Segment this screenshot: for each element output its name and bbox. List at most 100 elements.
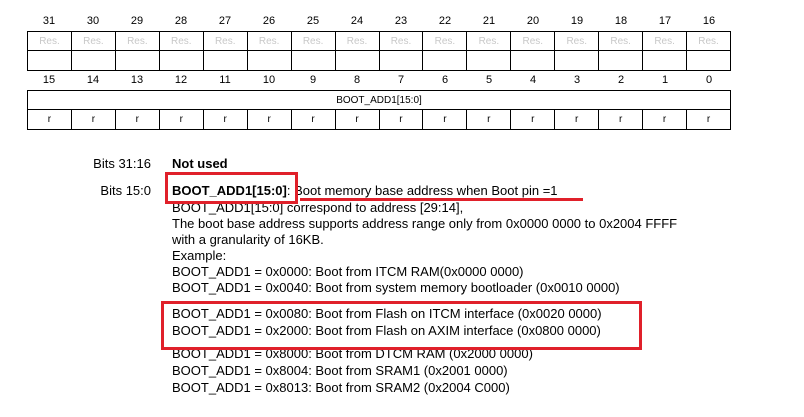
bit-number: 25	[306, 15, 320, 27]
reserved-cell: Res.	[555, 32, 600, 50]
desc-line: The boot base address supports address r…	[172, 216, 678, 231]
bit-number: 19	[570, 15, 584, 27]
reserved-cell: Res.	[698, 36, 719, 47]
upper-access-row	[27, 51, 731, 71]
bit-number: 22	[438, 15, 452, 27]
reserved-cell: Res.	[116, 32, 160, 50]
reserved-cell: Res.	[160, 32, 204, 50]
access-cell	[292, 51, 336, 70]
access-cell	[336, 51, 380, 70]
bit-number: 26	[262, 15, 276, 27]
access-cell: r	[380, 110, 424, 129]
field-title: Boot memory base address when Boot pin =…	[294, 183, 558, 198]
bit-number: 31	[42, 15, 56, 27]
access-cell: r	[248, 110, 292, 129]
reserved-cell: Res.	[72, 32, 116, 50]
bit-number: 18	[614, 15, 628, 27]
bit-number: 15	[42, 74, 56, 86]
desc-line: BOOT_ADD1 = 0x0000: Boot from ITCM RAM(0…	[172, 264, 524, 279]
access-cell	[72, 51, 116, 70]
desc-line: BOOT_ADD1 = 0x8013: Boot from SRAM2 (0x2…	[172, 380, 510, 395]
access-cell: r	[336, 110, 380, 129]
bit-number: 2	[617, 74, 625, 86]
access-cell	[423, 51, 468, 70]
upper-field-row: Res. Res. Res. Res. Res. Res. Res. Res. …	[27, 31, 731, 51]
bit-number: 30	[86, 15, 100, 27]
access-cell	[204, 51, 248, 70]
desc-line-highlighted: BOOT_ADD1 = 0x2000: Boot from Flash on A…	[172, 323, 601, 338]
bit-number: 6	[441, 74, 449, 86]
reserved-cell: Res.	[28, 32, 72, 50]
access-cell: r	[160, 110, 204, 129]
access-cell	[160, 51, 204, 70]
access-cell	[116, 51, 160, 70]
reserved-cell: Res.	[248, 32, 292, 50]
bits-15-0-header: BOOT_ADD1[15:0]: Boot memory base addres…	[172, 183, 558, 198]
field-name-cell: BOOT_ADD1[15:0]	[336, 95, 422, 106]
field-colon: :	[286, 183, 291, 198]
access-cell: r	[423, 110, 468, 129]
access-cell: r	[292, 110, 336, 129]
bit-number: 29	[130, 15, 144, 27]
desc-line: BOOT_ADD1 = 0x0040: Boot from system mem…	[172, 280, 620, 295]
bit-number: 28	[174, 15, 188, 27]
bit-number: 9	[309, 74, 317, 86]
desc-line: with a granularity of 16KB.	[172, 232, 324, 247]
access-cell	[643, 51, 688, 70]
reserved-cell: Res.	[643, 32, 688, 50]
reserved-cell: Res.	[380, 32, 424, 50]
access-cell: r	[511, 110, 556, 129]
bit-number: 8	[353, 74, 361, 86]
desc-line: BOOT_ADD1 = 0x8004: Boot from SRAM1 (0x2…	[172, 363, 508, 378]
access-cell: r	[555, 110, 600, 129]
access-cell: r	[706, 114, 711, 125]
bit-number: 23	[394, 15, 408, 27]
access-cell: r	[599, 110, 644, 129]
access-cell	[599, 51, 644, 70]
bit-number: 4	[529, 74, 537, 86]
bit-number: 3	[573, 74, 581, 86]
bit-number: 12	[174, 74, 188, 86]
reserved-cell: Res.	[423, 32, 468, 50]
reserved-cell: Res.	[336, 32, 380, 50]
access-cell: r	[467, 110, 512, 129]
reserved-cell: Res.	[204, 32, 248, 50]
reserved-cell: Res.	[599, 32, 644, 50]
flash-boot-highlight-box	[161, 301, 642, 350]
lower-field-row: BOOT_ADD1[15:0]	[27, 90, 731, 110]
lower-bit-numbers: 15 14 13 12 11 10 9 8 7 6 5 4 3 2 1 0	[27, 71, 731, 90]
desc-line-highlighted: BOOT_ADD1 = 0x0080: Boot from Flash on I…	[172, 306, 602, 321]
bits-31-16-label: Bits 31:16	[93, 156, 151, 171]
bit-number: 10	[262, 74, 276, 86]
access-cell: r	[116, 110, 160, 129]
upper-bit-numbers: 31 30 29 28 27 26 25 24 23 22 21 20 19 1…	[27, 12, 731, 31]
bit-number: 11	[219, 74, 231, 86]
lower-access-row: r r r r r r r r r r r r r r r r	[27, 110, 731, 130]
bit-number: 21	[482, 15, 496, 27]
access-cell: r	[204, 110, 248, 129]
access-cell	[248, 51, 292, 70]
bit-number: 0	[705, 74, 713, 86]
bit-number: 14	[86, 74, 100, 86]
bit-number: 16	[702, 15, 716, 27]
access-cell	[511, 51, 556, 70]
bit-number: 24	[350, 15, 364, 27]
access-cell	[380, 51, 424, 70]
bit-number: 20	[526, 15, 540, 27]
access-cell	[687, 51, 730, 70]
access-cell: r	[643, 110, 688, 129]
bit-number: 5	[485, 74, 493, 86]
access-cell	[28, 51, 72, 70]
bit-number: 17	[658, 15, 672, 27]
field-name: BOOT_ADD1[15:0]	[172, 183, 287, 198]
register-map: 31 30 29 28 27 26 25 24 23 22 21 20 19 1…	[27, 12, 731, 130]
title-underline-annotation	[300, 198, 583, 201]
access-cell	[467, 51, 512, 70]
bit-number: 13	[130, 74, 144, 86]
bits-15-0-label: Bits 15:0	[100, 183, 151, 198]
bit-number: 7	[397, 74, 405, 86]
access-cell: r	[72, 110, 116, 129]
bit-number: 27	[218, 15, 232, 27]
bits-31-16-title: Not used	[172, 156, 228, 171]
reserved-cell: Res.	[511, 32, 556, 50]
